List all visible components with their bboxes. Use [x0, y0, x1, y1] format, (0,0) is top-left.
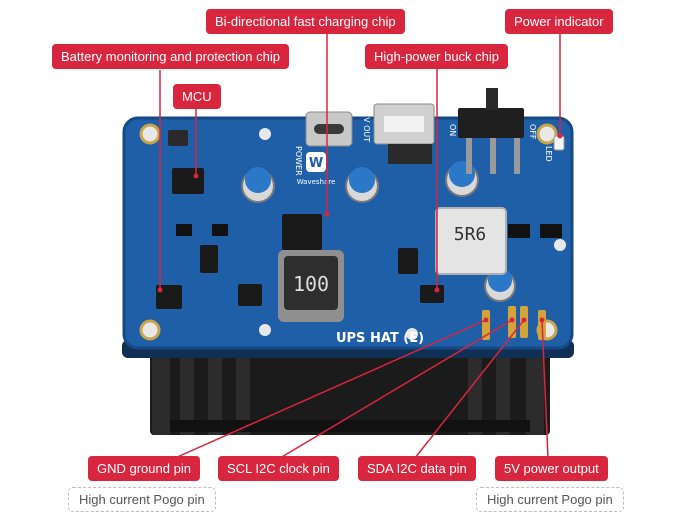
- board-name: UPS HAT (E): [336, 331, 424, 346]
- label-sda-pin: SDA I2C data pin: [358, 456, 476, 481]
- svg-text:W: W: [309, 156, 323, 171]
- usb-c-port-icon: [305, 111, 353, 147]
- brand-text: Waveshare: [297, 178, 336, 186]
- usb-a-port-icon: [373, 103, 435, 164]
- silk-power: POWER: [294, 146, 303, 176]
- leader-lines: [159, 32, 561, 459]
- leader-sda: [414, 319, 525, 459]
- slide-switch-icon: [458, 88, 524, 174]
- label-gnd-pin: GND ground pin: [88, 456, 200, 481]
- label-bidirectional-charging-chip: Bi-directional fast charging chip: [206, 9, 405, 34]
- leader-scl: [279, 319, 513, 459]
- inductor-large-label: 100: [293, 272, 329, 296]
- label-scl-pin: SCL I2C clock pin: [218, 456, 339, 481]
- leader-dots: [157, 133, 563, 323]
- leader-5v: [541, 319, 549, 459]
- silk-on: ON: [448, 124, 457, 136]
- silk-5v-out: 5V OUT: [362, 112, 371, 142]
- silk-led: LED: [544, 146, 553, 162]
- note-pogo-left: High current Pogo pin: [68, 487, 216, 512]
- leader-gnd: [174, 319, 487, 459]
- silkscreen: POWER 5V OUT ON OFF LED UPS HAT (E): [294, 112, 553, 346]
- inductor-small-label: 5R6: [454, 224, 487, 245]
- silk-off: OFF: [528, 124, 537, 140]
- heatsink: [150, 345, 550, 435]
- note-pogo-right: High current Pogo pin: [476, 487, 624, 512]
- inductor-large: 100: [278, 250, 344, 322]
- label-mcu: MCU: [173, 84, 221, 109]
- label-5v-power-output: 5V power output: [495, 456, 608, 481]
- label-buck-chip: High-power buck chip: [365, 44, 509, 69]
- buck-chip: [420, 285, 444, 303]
- inductor-small: 5R6: [435, 207, 507, 275]
- small-ics: [176, 224, 562, 306]
- waveshare-logo-icon: W Waveshare: [297, 152, 336, 186]
- charging-chip: [282, 214, 322, 250]
- label-battery-monitoring-chip: Battery monitoring and protection chip: [52, 44, 289, 69]
- label-power-indicator: Power indicator: [505, 9, 613, 34]
- battery-protection-chip: [156, 285, 182, 309]
